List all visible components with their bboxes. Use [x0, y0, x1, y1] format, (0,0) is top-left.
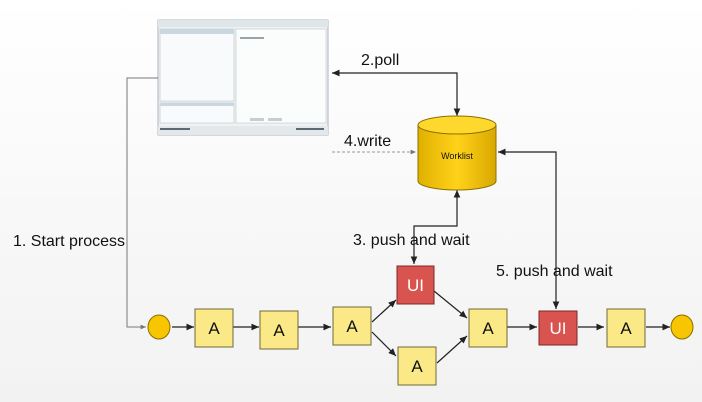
activity-box: A: [332, 306, 372, 346]
poll-connector: [332, 69, 461, 116]
start-process-connector: [126, 77, 158, 330]
push-wait-3-connector: [410, 190, 461, 264]
start-event: [147, 314, 171, 340]
svg-text:UI: UI: [407, 276, 424, 295]
write-label: 4.write: [344, 133, 391, 150]
ui-task-box: UI: [396, 265, 435, 305]
worklist-label: Worklist: [441, 151, 473, 161]
activity-box: A: [606, 308, 646, 348]
svg-text:A: A: [620, 319, 632, 338]
push-wait-5-label: 5. push and wait: [496, 263, 613, 280]
push-wait-3-label: 3. push and wait: [353, 232, 470, 249]
flow-connectors: [172, 290, 670, 364]
start-process-label: 1. Start process: [13, 233, 125, 250]
worklist-ui-screenshot: [157, 19, 329, 136]
end-event: [670, 314, 694, 340]
activity-box: A: [194, 308, 234, 348]
ui-task-box: UI: [538, 310, 578, 346]
svg-text:A: A: [482, 319, 494, 338]
activity-box: A: [259, 310, 299, 350]
poll-label: 2.poll: [361, 52, 399, 69]
svg-text:A: A: [346, 317, 358, 336]
svg-text:A: A: [411, 357, 423, 376]
worklist-database: Worklist: [417, 115, 497, 191]
activity-box: A: [468, 308, 508, 348]
activity-box: A: [397, 346, 437, 386]
svg-text:A: A: [273, 321, 285, 340]
svg-text:A: A: [208, 319, 220, 338]
svg-text:UI: UI: [550, 319, 567, 338]
push-wait-5-connector: [498, 148, 560, 309]
